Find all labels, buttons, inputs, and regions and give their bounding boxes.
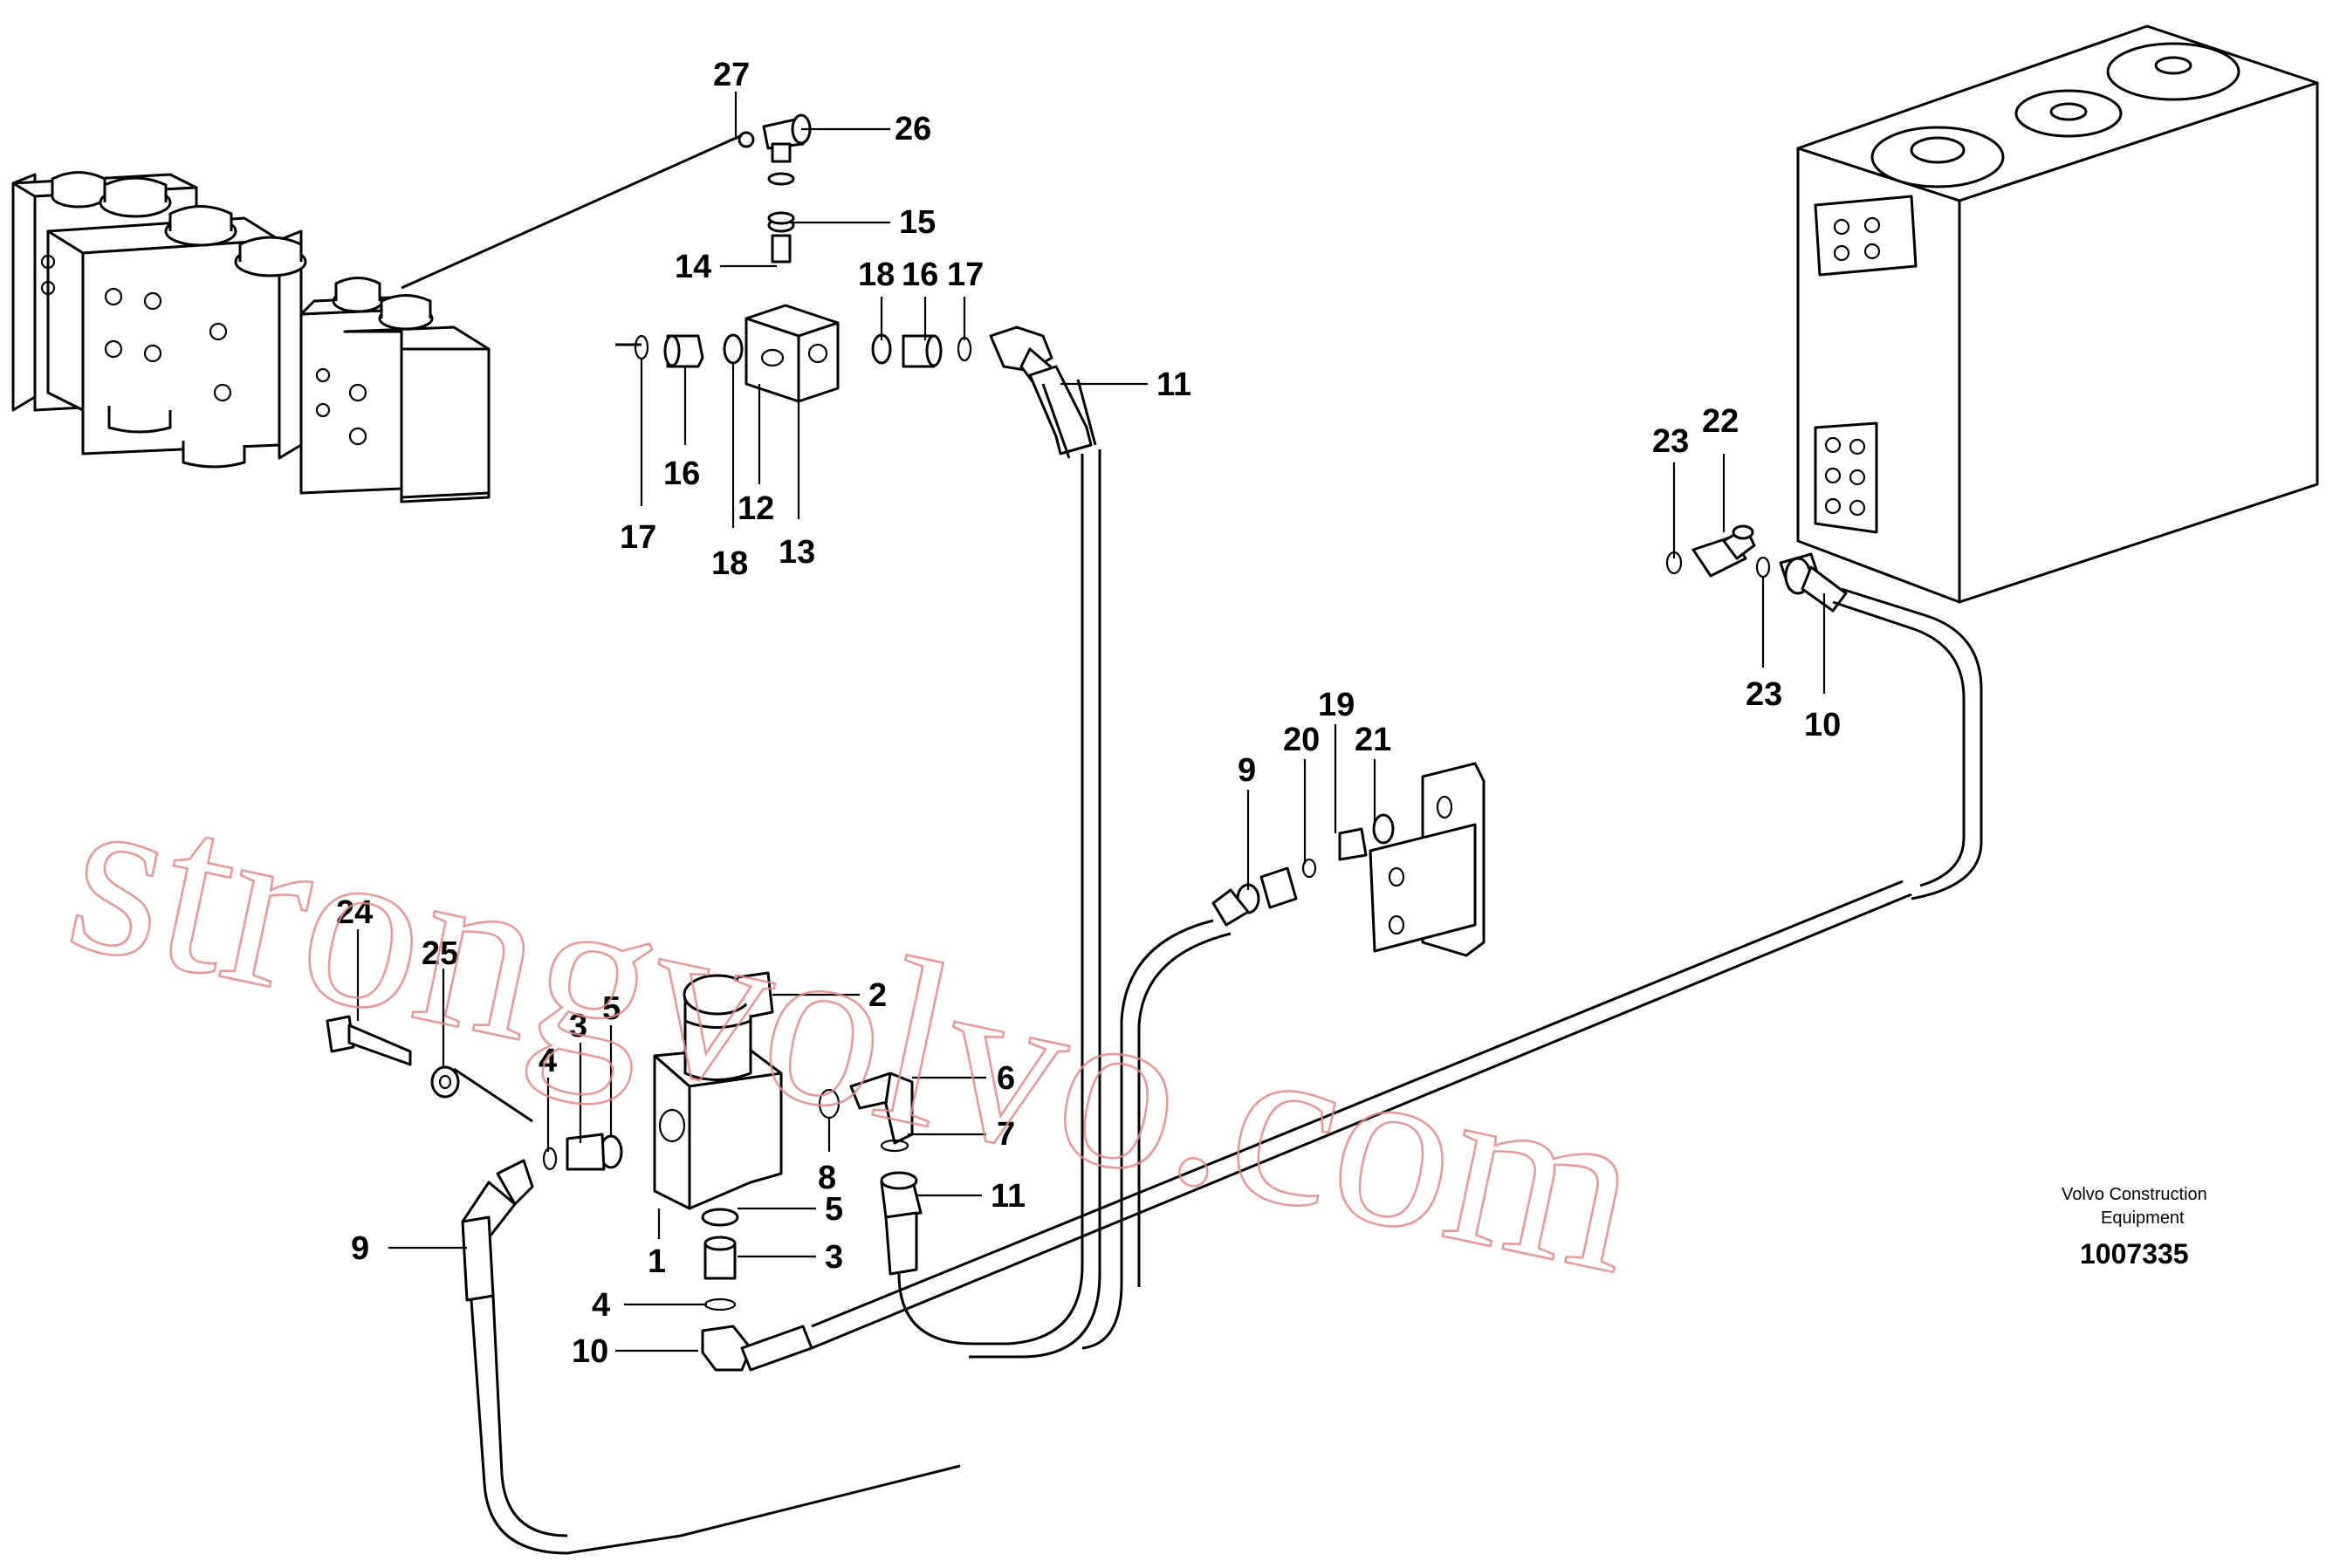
callout-9-right: 9 — [1238, 752, 1256, 789]
callout-17-top: 17 — [947, 257, 984, 293]
callout-4-bottom: 4 — [592, 1287, 610, 1324]
hydraulic-tank — [1796, 24, 2319, 604]
drawing-caption: Volvo Construction Equipment 1007335 — [2062, 1185, 2207, 1270]
callout-1: 1 — [648, 1243, 666, 1280]
control-valve-block — [11, 171, 491, 503]
callout-18-left: 18 — [711, 545, 748, 582]
caption-line-2: Equipment — [2101, 1209, 2185, 1228]
callout-3-bottom: 3 — [825, 1239, 843, 1276]
callout-labels: 27 26 15 14 18 16 17 11 17 16 18 12 13 2… — [336, 57, 1841, 1370]
callout-22: 22 — [1702, 403, 1739, 440]
callout-16-top: 16 — [902, 257, 938, 293]
callout-8: 8 — [818, 1160, 836, 1196]
callout-17-left: 17 — [620, 519, 656, 556]
callout-4-top: 4 — [539, 1043, 557, 1079]
callout-2: 2 — [868, 977, 887, 1014]
lower-solenoid-valve — [326, 971, 923, 1372]
callout-11-bottom: 11 — [991, 1178, 1026, 1215]
callout-26: 26 — [895, 111, 931, 147]
leader-lines — [356, 92, 1826, 1352]
callout-10-bottom: 10 — [572, 1333, 608, 1370]
callout-24: 24 — [336, 894, 373, 931]
callout-3-top: 3 — [569, 1008, 587, 1044]
callout-6: 6 — [997, 1060, 1015, 1097]
caption-line-1: Volvo Construction — [2062, 1185, 2207, 1204]
callout-12: 12 — [738, 490, 774, 527]
callout-14: 14 — [675, 249, 711, 285]
drawing-number: 1007335 — [2080, 1238, 2189, 1270]
callout-5-top: 5 — [602, 990, 621, 1027]
callout-23-bottom: 23 — [1746, 676, 1782, 713]
callout-7: 7 — [997, 1116, 1015, 1153]
callout-20: 20 — [1283, 722, 1320, 758]
tank-tee-fitting — [1665, 524, 1848, 613]
callout-13: 13 — [779, 534, 815, 571]
callout-27: 27 — [713, 57, 750, 93]
callout-23-top: 23 — [1652, 423, 1689, 460]
watermark-text: strongvolvo.com — [51, 737, 1661, 1323]
callout-11-top: 11 — [1156, 366, 1191, 403]
hose-lines — [401, 134, 1983, 1555]
callout-9-left: 9 — [351, 1230, 369, 1267]
callout-25: 25 — [422, 935, 458, 972]
callout-10-top: 10 — [1804, 707, 1841, 743]
mounting-bracket — [1211, 762, 1486, 957]
callout-21: 21 — [1355, 722, 1391, 758]
callout-15: 15 — [899, 204, 936, 241]
callout-19: 19 — [1318, 687, 1355, 723]
upper-adapter-block — [634, 113, 1097, 459]
callout-5-bottom: 5 — [825, 1191, 843, 1228]
callout-16-left: 16 — [663, 455, 700, 492]
callout-18-top: 18 — [858, 257, 895, 293]
